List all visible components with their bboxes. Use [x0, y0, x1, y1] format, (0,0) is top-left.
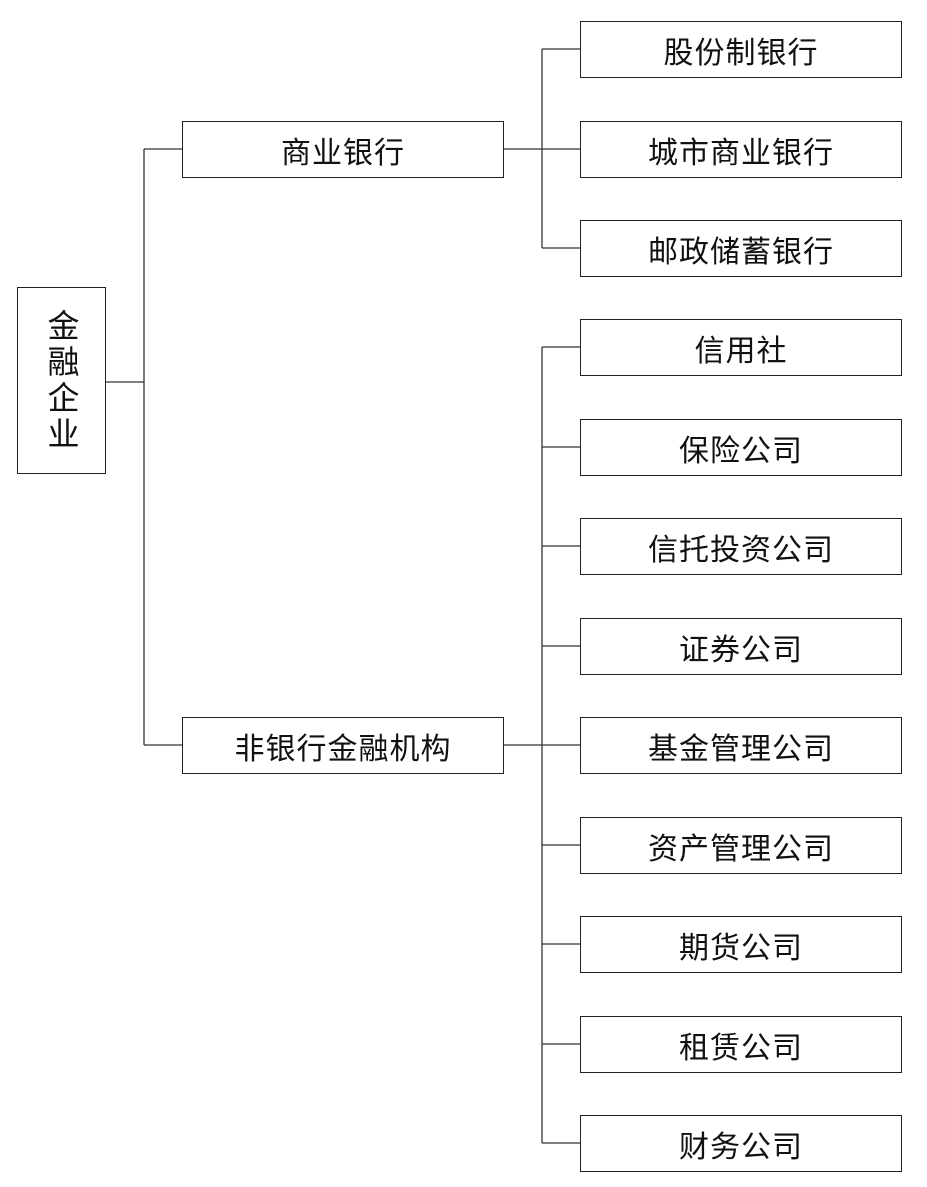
- root-node-label: 金融企业: [42, 308, 81, 453]
- leaf-node-label: 城市商业银行: [648, 135, 834, 171]
- leaf-node: 保险公司: [580, 419, 902, 476]
- leaf-node-label: 股份制银行: [663, 35, 819, 71]
- branch-node-label: 商业银行: [281, 135, 405, 171]
- leaf-node-label: 基金管理公司: [648, 731, 834, 767]
- leaf-node-label: 信托投资公司: [648, 532, 834, 568]
- leaf-node: 股份制银行: [580, 21, 902, 78]
- leaf-node: 期货公司: [580, 916, 902, 973]
- leaf-node: 财务公司: [580, 1115, 902, 1172]
- leaf-node-label: 保险公司: [679, 433, 803, 469]
- leaf-node-label: 财务公司: [679, 1129, 803, 1165]
- leaf-node: 证券公司: [580, 618, 902, 675]
- root-node: 金融企业: [17, 287, 106, 474]
- leaf-node: 信托投资公司: [580, 518, 902, 575]
- leaf-node: 资产管理公司: [580, 817, 902, 874]
- leaf-node-label: 邮政储蓄银行: [648, 234, 834, 270]
- leaf-node-label: 资产管理公司: [648, 831, 834, 867]
- leaf-node: 租赁公司: [580, 1016, 902, 1073]
- leaf-node-label: 信用社: [694, 333, 788, 369]
- leaf-node: 基金管理公司: [580, 717, 902, 774]
- leaf-node-label: 租赁公司: [679, 1030, 803, 1066]
- leaf-node-label: 证券公司: [679, 632, 803, 668]
- branch-node-non-bank-institutions: 非银行金融机构: [182, 717, 504, 774]
- leaf-node: 信用社: [580, 319, 902, 376]
- leaf-node: 邮政储蓄银行: [580, 220, 902, 277]
- branch-node-label: 非银行金融机构: [234, 731, 452, 767]
- branch-node-commercial-banks: 商业银行: [182, 121, 504, 178]
- leaf-node: 城市商业银行: [580, 121, 902, 178]
- leaf-node-label: 期货公司: [679, 930, 803, 966]
